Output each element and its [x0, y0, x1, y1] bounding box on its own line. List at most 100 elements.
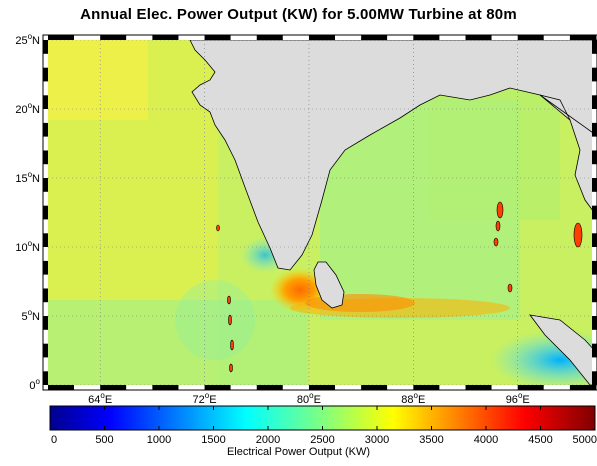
colorbar-tick-label: 1500 — [201, 434, 225, 446]
lat-label: 0o — [29, 377, 40, 392]
frame-segment — [592, 343, 597, 358]
frame-segment — [592, 122, 597, 137]
colorbar-tick-label: 1000 — [147, 434, 171, 446]
frame-segment — [230, 385, 257, 390]
frame-segment — [178, 385, 205, 390]
frame-segment — [178, 35, 205, 40]
frame-segment — [361, 35, 388, 40]
frame-segment — [256, 35, 283, 40]
colorbar-tick-label: 3000 — [365, 434, 389, 446]
frame-segment — [569, 385, 596, 390]
frame-segment — [152, 35, 179, 40]
colorbar-tick-label: 2500 — [310, 434, 334, 446]
frame-segment — [335, 35, 362, 40]
land-sri-lanka — [313, 261, 345, 309]
frame-segment — [43, 95, 48, 109]
frame-segment — [43, 247, 48, 261]
chart-title: Annual Elec. Power Output (KW) for 5.00M… — [80, 6, 517, 23]
frame-segment — [491, 35, 518, 40]
frame-segment — [43, 219, 48, 234]
frame-segment — [413, 35, 440, 40]
frame-segment — [592, 260, 597, 275]
frame-segment — [43, 343, 48, 358]
lat-label: 25oN — [15, 32, 40, 47]
frame-segment — [256, 385, 283, 390]
lat-label: 10oN — [15, 239, 40, 254]
frame-segment — [491, 385, 518, 390]
frame-segment — [592, 67, 597, 82]
lon-label: 80oE — [297, 391, 321, 406]
frame-segment — [43, 302, 48, 316]
frame-segment — [74, 35, 101, 40]
lon-label: 64oE — [88, 391, 112, 406]
frame-segment — [43, 109, 48, 123]
land — [189, 39, 597, 386]
frame-segment — [100, 385, 127, 390]
frame-segment — [569, 35, 596, 40]
colorbar-tick-label: 0 — [51, 434, 57, 446]
frame-segment — [126, 385, 153, 390]
frame-segment — [592, 150, 597, 165]
frame-segment — [592, 316, 597, 330]
frame-segment — [592, 288, 597, 303]
lon-label: 88oE — [401, 391, 425, 406]
frame-segment — [592, 233, 597, 247]
frame-segment — [592, 329, 597, 344]
frame-segment — [592, 191, 597, 206]
frame-segment — [43, 40, 48, 54]
frame-segment — [43, 150, 48, 165]
frame-outline — [42, 34, 597, 391]
frame-segment — [439, 385, 466, 390]
frame-segment — [592, 40, 597, 54]
frame-segment — [387, 385, 414, 390]
frame-segment — [43, 329, 48, 344]
frame-segment — [592, 53, 597, 68]
frame-segment — [335, 385, 362, 390]
frame-segment — [543, 385, 570, 390]
frame-segment — [543, 35, 570, 40]
frame-segment — [126, 35, 153, 40]
frame-segment — [74, 385, 101, 390]
colorbar-tick-label: 2000 — [256, 434, 280, 446]
land-india — [189, 39, 597, 271]
frame-segment — [43, 316, 48, 330]
frame-segment — [308, 385, 336, 390]
frame-segment — [43, 122, 48, 137]
frame-segment — [361, 385, 388, 390]
frame-segment — [43, 178, 48, 192]
lon-labels: 64oE 72oE 80oE 88oE 96oE — [88, 391, 530, 406]
frame-segment — [592, 81, 597, 96]
frame-segment — [413, 385, 440, 390]
frame-segment — [43, 274, 48, 289]
frame-segment — [48, 35, 75, 40]
colorbar-label: Electrical Power Output (KW) — [226, 446, 371, 458]
colorbar-tick-label: 4500 — [528, 434, 552, 446]
frame-segment — [592, 357, 597, 372]
frame-segment — [43, 81, 48, 96]
frame-segment — [282, 35, 309, 40]
lat-label: 5oN — [21, 308, 40, 323]
colorbar-tick-label: 3500 — [419, 434, 443, 446]
frame-segment — [592, 109, 597, 123]
colorbar-tick-label: 5000 — [573, 434, 597, 446]
frame-segment — [43, 191, 48, 206]
frame-segment — [48, 385, 75, 390]
colorbar-tick-label: 4000 — [474, 434, 498, 446]
lat-label: 20oN — [15, 101, 40, 116]
frame-segment — [592, 219, 597, 234]
lon-label: 72oE — [193, 391, 217, 406]
frame-segment — [465, 35, 492, 40]
frame-segment — [43, 136, 48, 151]
frame-segment — [43, 53, 48, 68]
lat-label: 15oN — [15, 170, 40, 185]
lon-label: 96oE — [506, 391, 530, 406]
frame-segment — [204, 35, 231, 40]
frame-segment — [439, 35, 466, 40]
frame-segment — [592, 247, 597, 261]
frame-segment — [592, 136, 597, 151]
frame-segment — [230, 35, 257, 40]
frame-segment — [100, 35, 127, 40]
